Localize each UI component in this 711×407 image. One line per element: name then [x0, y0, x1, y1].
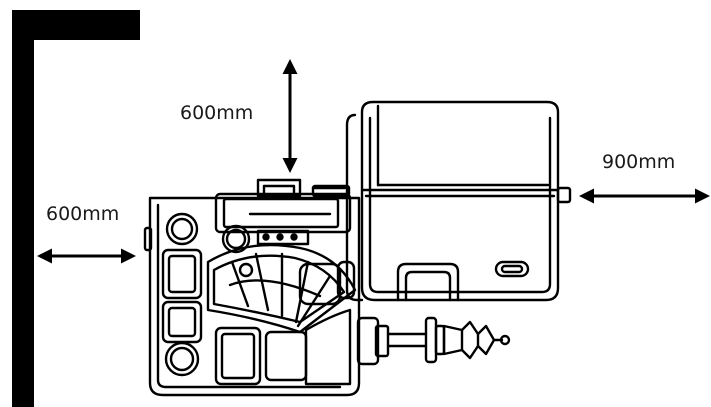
left-clearance-label: 600mm: [46, 203, 119, 225]
double-arrow-icon: [37, 59, 710, 264]
corner-wall-icon: [12, 10, 140, 407]
top-clearance-label: 600mm: [180, 102, 253, 124]
wheel-balancer-icon: [143, 100, 572, 397]
right-clearance-label: 900mm: [602, 151, 675, 173]
